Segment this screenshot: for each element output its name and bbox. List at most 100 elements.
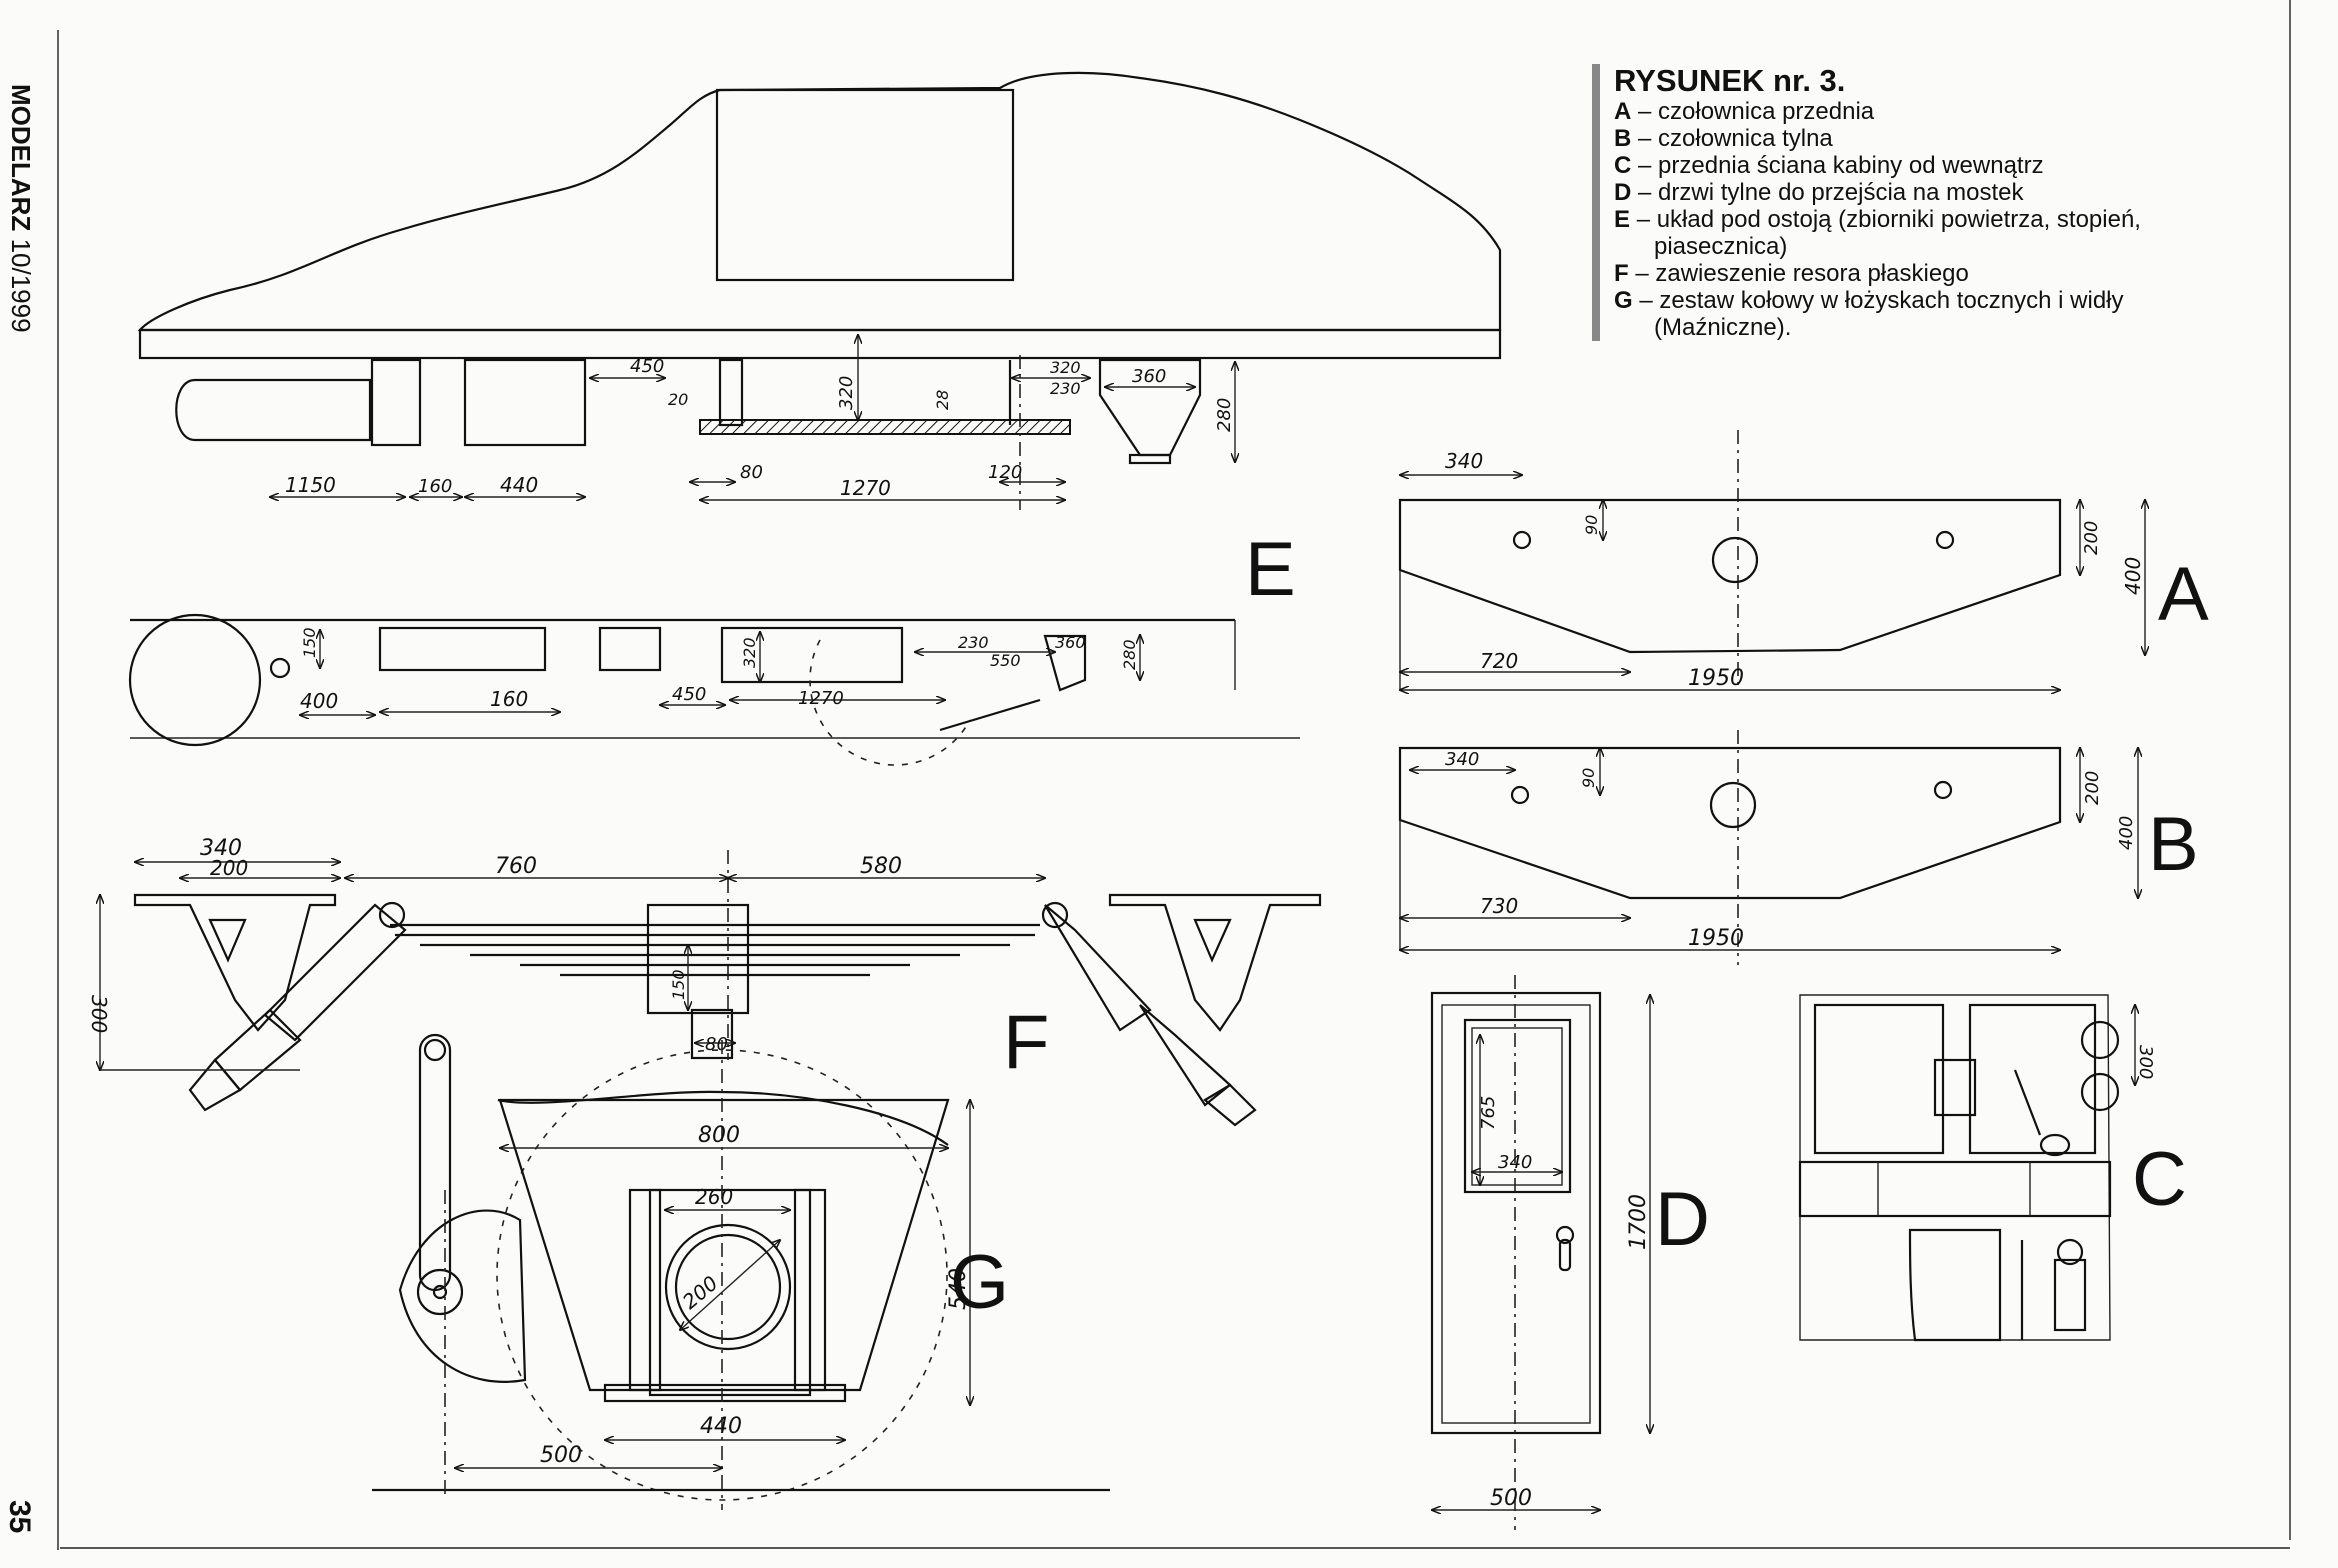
legend-item: E – układ pod ostoją (zbiorniki powietrz… <box>1614 206 2254 233</box>
dim-label: 360 <box>1055 633 1086 652</box>
dim-label: 230 <box>1050 379 1081 398</box>
dim-label: 720 <box>1480 649 1518 673</box>
figure-letter-g: G <box>950 1240 1009 1325</box>
sandbox-outlet <box>1128 453 1172 465</box>
dim-label: 450 <box>630 356 664 377</box>
bolt-right <box>1203 1083 1257 1127</box>
buffer-hole-left <box>1512 530 1532 550</box>
dim-label: 320 <box>836 376 857 410</box>
dim-label: 150 <box>669 969 688 1000</box>
guard-plate <box>603 1383 847 1403</box>
buffer-hole-left <box>1510 785 1530 805</box>
control-lever <box>2013 1069 2042 1136</box>
door-outline <box>1430 991 1602 1435</box>
control-box <box>1933 1058 1977 1117</box>
dim-label: 160 <box>418 476 452 497</box>
gauge-top <box>2080 1020 2120 1060</box>
figure-letter-f: F <box>1003 1000 1049 1085</box>
dim-label: 320 <box>740 637 759 668</box>
legend-text: – zawieszenie resora płaskiego <box>1635 260 1969 287</box>
bearing-circle <box>664 1223 792 1351</box>
bolt-left <box>188 1058 242 1112</box>
dim-label: 280 <box>1120 639 1139 670</box>
cab-console <box>1798 1160 2112 1218</box>
valve-wheel <box>2056 1238 2084 1266</box>
legend-key: C <box>1614 152 1632 179</box>
figure-legend: RYSUNEK nr. 3. A – czołownica przednia B… <box>1592 64 2254 341</box>
legend-key: F <box>1614 260 1629 287</box>
legend-text: – układ pod ostoją (zbiorniki powietrza,… <box>1636 206 2141 233</box>
legend-item: piasecznica) <box>1614 233 2254 260</box>
dim-label: 360 <box>1132 366 1166 387</box>
dim-label: 1700 <box>1626 1194 1651 1250</box>
dim-label: 340 <box>1445 749 1479 770</box>
dim-label: 550 <box>990 651 1021 670</box>
legend-item: A – czołownica przednia <box>1614 98 2254 125</box>
main-frame <box>138 328 1502 360</box>
step-support <box>718 358 744 427</box>
dim-label: 340 <box>200 836 242 861</box>
dim-label: 150 <box>300 627 319 658</box>
figure-letter-c: C <box>2132 1137 2187 1222</box>
dim-label: 20 <box>668 390 688 409</box>
shackle-right <box>1139 1004 1232 1107</box>
dim-label: 320 <box>1050 358 1081 377</box>
figure-letter-a: A <box>2158 552 2209 637</box>
dim-label: 580 <box>860 854 902 879</box>
figure-a-front-buffer-beam: 340 90 200 400 720 1950 A <box>1398 430 2209 691</box>
cab-window-left <box>1813 1003 1945 1155</box>
dim-label: 80 <box>740 462 763 483</box>
tank-plan-2 <box>598 626 662 672</box>
guide-right <box>793 1188 827 1392</box>
dim-label: 230 <box>958 633 989 652</box>
firebox-door <box>1908 1228 2002 1342</box>
wheel-outline <box>128 613 262 747</box>
legend-key: G <box>1614 287 1633 314</box>
figure-d-rear-door: 765 340 1700 500 D <box>1430 975 1710 1530</box>
figure-c-cab-wall: 300 C <box>1798 994 2187 1342</box>
dim-label: 260 <box>695 1185 733 1209</box>
pin-left <box>378 901 406 929</box>
axle-guard-fork <box>498 1098 950 1392</box>
dim-label: 500 <box>1490 1486 1532 1511</box>
dim-label: 90 <box>1582 515 1601 535</box>
figure-letter-d: D <box>1655 1177 1710 1262</box>
buffer-hole-right <box>1933 780 1953 800</box>
dim-label: 340 <box>1498 1152 1532 1173</box>
legend-key: D <box>1614 179 1632 206</box>
spring-hanger-right <box>1108 893 1322 1032</box>
dim-label: 1270 <box>840 476 891 500</box>
dim-line <box>680 1240 780 1330</box>
dim-label: 400 <box>2121 557 2145 595</box>
locomotive-body-outline <box>137 71 1502 332</box>
dim-label: 300 <box>87 995 111 1033</box>
dim-label: 400 <box>300 689 338 713</box>
pin-right <box>1041 901 1069 929</box>
dim-label: 280 <box>1214 398 1235 432</box>
dim-label: 200 <box>2082 771 2103 805</box>
dim-label: 200 <box>210 856 248 880</box>
cab-wall-outline <box>1799 994 2111 1341</box>
buffer-hole-right <box>1935 530 1955 550</box>
step-plan <box>720 626 904 684</box>
cab-window <box>715 88 1015 282</box>
dim-label: 440 <box>500 473 538 497</box>
dim-label: 200 <box>2081 521 2102 555</box>
dim-label: 80 <box>705 1034 728 1055</box>
gauge-bottom <box>2080 1072 2120 1112</box>
air-tank-2 <box>463 358 587 447</box>
figure-f-leaf-spring: 340 200 760 580 300 150 80 F <box>87 836 1322 1127</box>
wheel-outline-dotted <box>496 1049 948 1501</box>
lever-pin <box>423 1038 447 1062</box>
legend-text: – czołownica przednia <box>1638 98 1875 125</box>
air-tank <box>175 378 372 442</box>
door-inner-frame <box>1441 1004 1591 1424</box>
step-plate <box>699 419 1071 435</box>
legend-text: – zestaw kołowy w łożyskach tocznych i w… <box>1639 287 2124 314</box>
legend-key: B <box>1614 125 1632 152</box>
dim-label: 450 <box>672 684 706 705</box>
legend-key: A <box>1614 98 1632 125</box>
hanger-cutout-right <box>1193 918 1232 963</box>
